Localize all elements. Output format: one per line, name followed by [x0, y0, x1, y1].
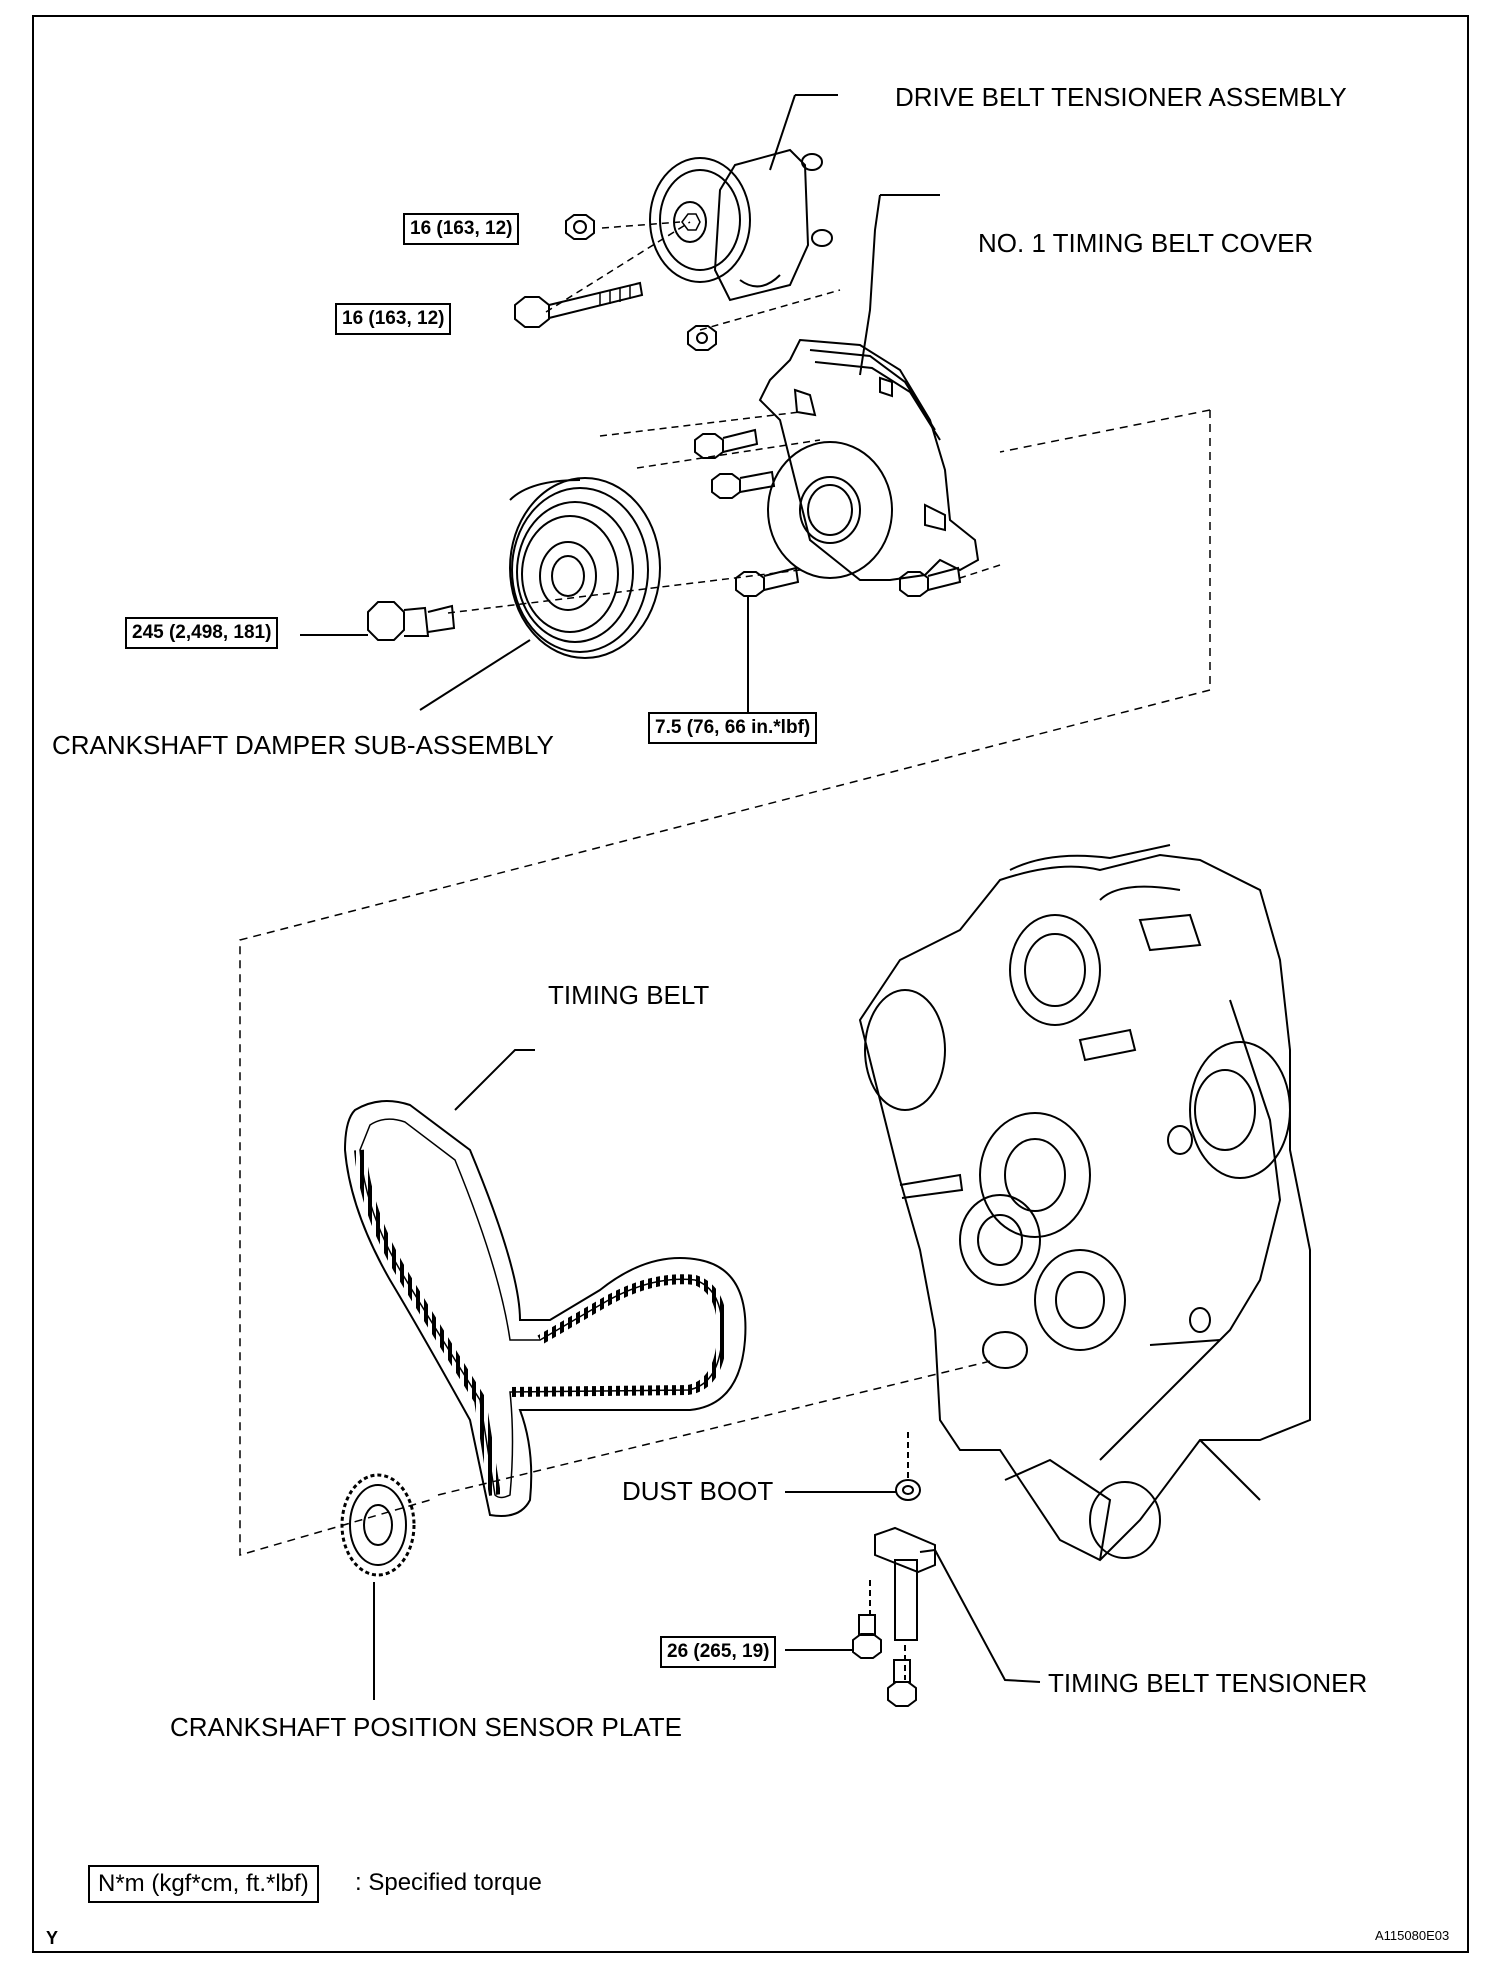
timing-belt-tensioner-drawing	[869, 1526, 1041, 1683]
label-dust-boot: DUST BOOT	[622, 1476, 774, 1506]
engine-block-drawing	[858, 844, 1311, 1562]
torque-damper-bolt: 245 (2,498, 181)	[125, 617, 279, 649]
cover-bolt-1	[694, 428, 759, 459]
tensioner-long-bolt	[514, 281, 644, 328]
cover-bolt-3	[735, 566, 800, 597]
crank-sensor-plate-drawing	[340, 1473, 416, 1700]
label-timing-belt: TIMING BELT	[548, 980, 710, 1010]
torque-cover-bolts: 7.5 (76, 66 in.*lbf)	[648, 712, 818, 744]
flange-nut-upper	[565, 214, 595, 240]
figure-code: A115080E03	[1375, 1928, 1450, 1943]
label-timing-belt-cover: NO. 1 TIMING BELT COVER	[978, 228, 1314, 258]
flange-nut-lower	[687, 325, 717, 351]
timing-belt-cover-drawing	[758, 194, 980, 581]
tensioner-bolt-2	[887, 1659, 917, 1707]
label-crankshaft-damper: CRANKSHAFT DAMPER SUB-ASSEMBLY	[52, 730, 554, 760]
torque-nut-upper: 16 (163, 12)	[403, 213, 520, 245]
label-drive-belt-tensioner: DRIVE BELT TENSIONER ASSEMBLY	[895, 82, 1347, 112]
label-timing-belt-tensioner: TIMING BELT TENSIONER	[1048, 1668, 1368, 1698]
legend-torque-box: N*m (kgf*cm, ft.*lbf)	[88, 1865, 319, 1903]
cover-bolt-4	[899, 566, 962, 597]
corner-mark: Y	[46, 1928, 59, 1948]
tensioner-bolt-1	[785, 1614, 882, 1659]
cover-bolt-2	[711, 470, 776, 499]
damper-bolt	[300, 601, 456, 641]
torque-bolt-upper: 16 (163, 12)	[335, 303, 452, 335]
timing-belt-drawing	[343, 1049, 747, 1517]
legend-torque-text: : Specified torque	[355, 1869, 542, 1896]
dust-boot-drawing	[785, 1432, 921, 1501]
label-crank-sensor-plate: CRANKSHAFT POSITION SENSOR PLATE	[170, 1712, 682, 1742]
torque-tensioner-bolts: 26 (265, 19)	[660, 1636, 777, 1668]
crankshaft-damper-drawing	[419, 477, 661, 711]
diagram-frame	[32, 15, 1469, 1953]
drive-belt-tensioner-drawing	[649, 94, 838, 302]
